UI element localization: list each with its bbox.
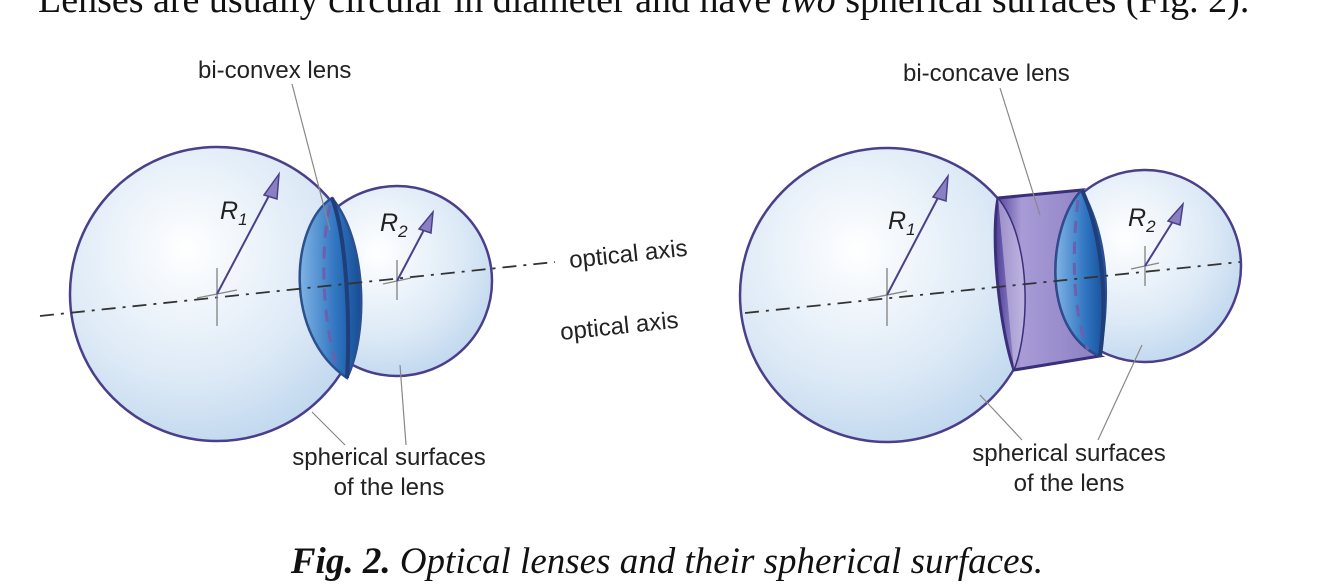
body-text-italic: two <box>780 0 836 21</box>
right-surface-leader-1 <box>979 394 1023 441</box>
left-surfaces-label-line1: spherical surfaces <box>292 444 485 471</box>
right-r1-arrowhead <box>931 173 949 202</box>
right-lens-leader <box>999 87 1041 216</box>
figure-caption: Fig. 2. Optical lenses and their spheric… <box>0 540 1334 583</box>
right-r1-label: R1 <box>888 207 916 239</box>
left-r2-label: R2 <box>380 209 408 241</box>
body-text-line: Lenses are usually circular in diameter … <box>38 0 1328 22</box>
bi-convex-lens-label: bi-convex lens <box>198 57 351 84</box>
right-r2-arrowhead <box>1166 201 1185 226</box>
left-surface-leader-1 <box>311 411 346 446</box>
left-r2-arrow <box>396 225 427 282</box>
left-figure: bi-convex lens R1 R2 optical axis spheri… <box>39 57 689 501</box>
right-optical-axis-label: optical axis <box>559 307 680 346</box>
figure-caption-text: Optical lenses and their spherical surfa… <box>390 541 1044 582</box>
bi-concave-lens-right-rim <box>1080 189 1106 357</box>
bi-convex-lens-rim <box>330 197 351 379</box>
left-r1-arrow <box>216 189 273 295</box>
right-surfaces-label-line1: spherical surfaces <box>972 440 1165 467</box>
left-optical-axis-label: optical axis <box>568 235 689 274</box>
left-r1-arrowhead <box>262 171 280 200</box>
right-figure: bi-concave lens R1 R2 optical axis spher… <box>559 60 1243 497</box>
bi-concave-lens-label: bi-concave lens <box>903 60 1070 87</box>
right-optical-axis <box>744 261 1241 314</box>
body-text-after: spherical surfaces (Fig. 2). <box>835 0 1250 21</box>
right-surface-leader-2 <box>1097 344 1143 441</box>
figure-number: Fig. 2. <box>290 541 391 582</box>
right-r1-arrow <box>886 191 942 296</box>
left-r1-label: R1 <box>220 197 248 229</box>
right-r2-label: R2 <box>1128 204 1156 236</box>
bi-concave-lens-dashed-edge <box>1072 199 1090 351</box>
right-r2-arrow <box>1144 217 1176 267</box>
left-optical-axis <box>39 261 556 317</box>
left-lens-leader <box>291 83 331 231</box>
right-surfaces-label-line2: of the lens <box>1014 470 1125 497</box>
left-r2-arrowhead <box>417 209 434 235</box>
left-surface-leader-2 <box>399 364 407 446</box>
left-surfaces-label-line2: of the lens <box>334 474 445 501</box>
bi-convex-lens-dashed-edge <box>322 204 340 371</box>
body-text-before: Lenses are usually circular in diameter … <box>38 0 781 21</box>
